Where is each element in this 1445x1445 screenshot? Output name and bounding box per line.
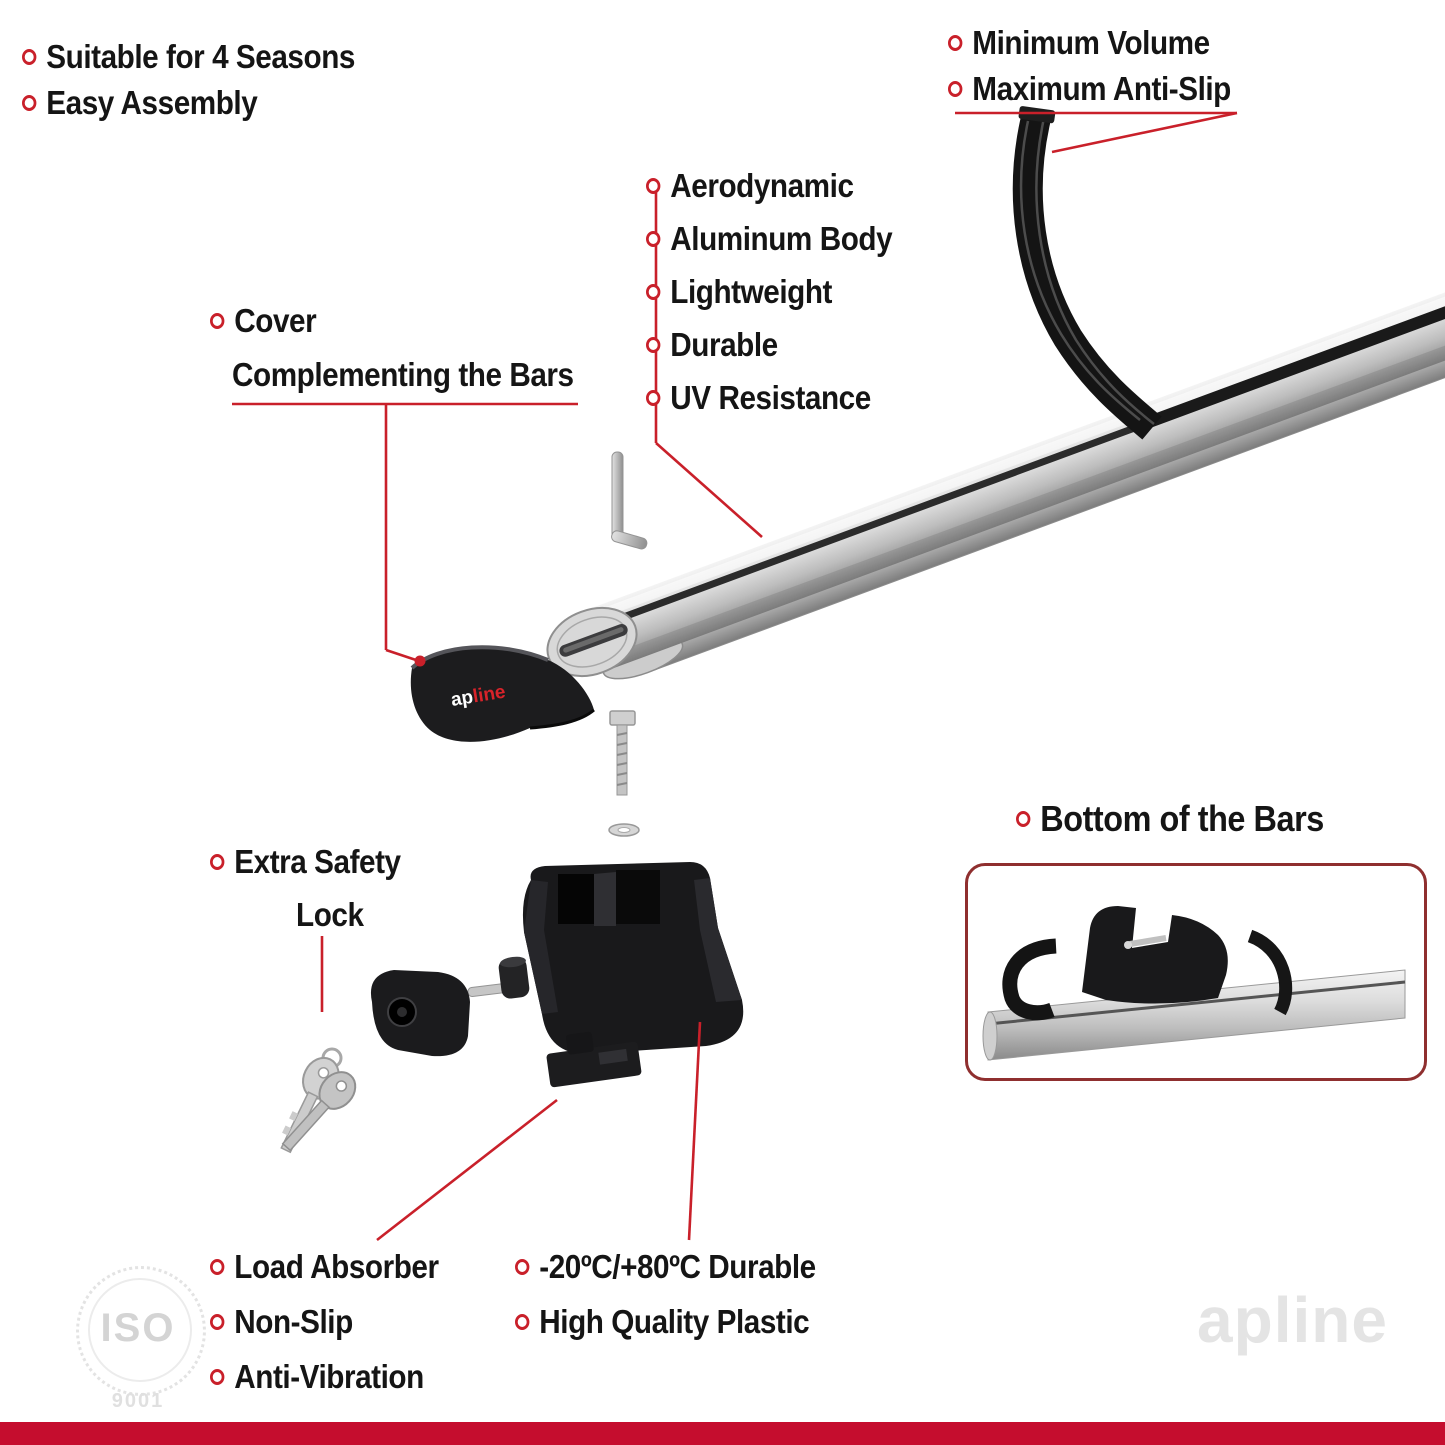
bullet-icon	[210, 1259, 225, 1275]
feature-temperature-durable: -20ºC/+80ºC Durable	[515, 1248, 816, 1286]
bottom-view-illustration	[982, 906, 1406, 1061]
cover-label: Cover	[234, 302, 317, 339]
iso-stamp-subtext: 9001	[111, 1390, 165, 1412]
feature-label: -20ºC/+80ºC Durable	[539, 1248, 816, 1285]
bottom-red-strip	[0, 1422, 1445, 1445]
bullet-icon	[1016, 811, 1031, 827]
cover-label-line2: Complementing the Bars	[232, 356, 574, 394]
bullet-icon	[646, 284, 661, 300]
iso-stamp-text: ISO	[100, 1306, 176, 1350]
bullet-icon	[210, 1314, 225, 1330]
aluminum-roof-bar	[546, 278, 1445, 680]
bullet-icon	[646, 178, 661, 194]
feature-uv-resistance: UV Resistance	[646, 379, 871, 417]
feature-label: Load Absorber	[234, 1248, 439, 1285]
feature-label: UV Resistance	[670, 379, 871, 416]
feature-label: Aluminum Body	[670, 220, 893, 257]
bottom-of-bars-label: Bottom of the Bars	[1040, 798, 1324, 839]
feature-maximum-anti-slip: Maximum Anti-Slip	[948, 70, 1231, 108]
feature-high-quality-plastic: High Quality Plastic	[515, 1303, 810, 1341]
bullet-icon	[948, 81, 963, 97]
feature-aluminum-body: Aluminum Body	[646, 220, 893, 258]
feature-load-absorber: Load Absorber	[210, 1248, 439, 1286]
feature-label: Maximum Anti-Slip	[972, 70, 1231, 107]
bullet-icon	[948, 35, 963, 51]
rubber-strip	[1012, 106, 1162, 440]
iso-9001-stamp-icon: ISO 9001	[62, 1262, 214, 1414]
bullet-icon	[515, 1314, 530, 1330]
load-absorber-clamp	[546, 1031, 642, 1088]
safety-lock-label-line2: Lock	[296, 896, 364, 934]
brand-logo-watermark: apline	[1197, 1284, 1388, 1356]
feature-label: Suitable for 4 Seasons	[46, 38, 355, 75]
bottom-view-box	[965, 863, 1427, 1081]
feature-label: High Quality Plastic	[539, 1303, 810, 1340]
iso-stamp-inner-ring	[88, 1278, 192, 1382]
feature-anti-vibration: Anti-Vibration	[210, 1358, 424, 1396]
allen-key-icon	[611, 451, 648, 550]
washer-icon	[608, 823, 640, 837]
bullet-icon	[22, 49, 37, 65]
mounting-foot	[522, 862, 744, 1054]
feature-label: Durable	[670, 326, 778, 363]
feature-label: Aerodynamic	[670, 167, 854, 204]
safety-lock-label: Extra Safety	[234, 843, 401, 880]
bottom-of-bars-heading: Bottom of the Bars	[1016, 798, 1324, 840]
bullet-icon	[646, 337, 661, 353]
keys-icon	[280, 1047, 357, 1154]
feature-label: Anti-Vibration	[234, 1358, 424, 1395]
feature-label: Minimum Volume	[972, 24, 1210, 61]
bullet-icon	[210, 313, 225, 329]
feature-easy-assembly: Easy Assembly	[22, 84, 258, 122]
cover-label: Complementing the Bars	[232, 356, 574, 393]
iso-stamp-outer-ring	[76, 1266, 206, 1396]
feature-aerodynamic: Aerodynamic	[646, 167, 854, 205]
feature-suitable-seasons: Suitable for 4 Seasons	[22, 38, 355, 76]
cover-brand-logo: apline	[449, 682, 507, 711]
bullet-icon	[210, 1369, 225, 1385]
feature-durable: Durable	[646, 326, 778, 364]
bullet-icon	[210, 854, 225, 870]
feature-lightweight: Lightweight	[646, 273, 832, 311]
bullet-icon	[22, 95, 37, 111]
feature-label: Non-Slip	[234, 1303, 353, 1340]
cover-piece: apline	[410, 645, 595, 742]
feature-label: Easy Assembly	[46, 84, 258, 121]
safety-lock	[370, 956, 530, 1057]
cover-label-line1: Cover	[210, 302, 317, 340]
bullet-icon	[646, 390, 661, 406]
bullet-icon	[515, 1259, 530, 1275]
bullet-icon	[646, 231, 661, 247]
safety-lock-label: Lock	[296, 896, 364, 933]
bolt-icon	[609, 710, 636, 796]
feature-non-slip: Non-Slip	[210, 1303, 353, 1341]
feature-label: Lightweight	[670, 273, 832, 310]
safety-lock-label-line1: Extra Safety	[210, 843, 401, 881]
feature-minimum-volume: Minimum Volume	[948, 24, 1210, 62]
